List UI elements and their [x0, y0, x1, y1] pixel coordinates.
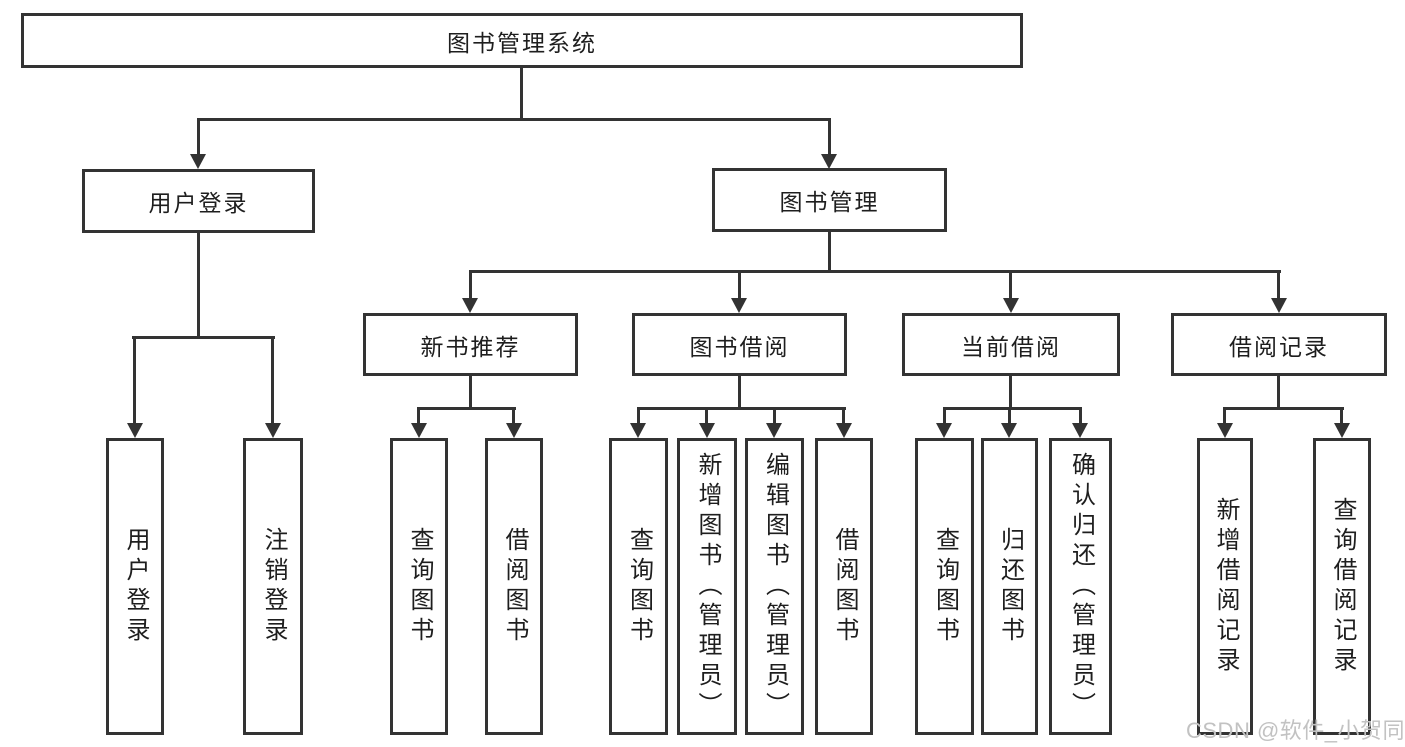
arrow-into-cb-confirm-return-icon	[1072, 423, 1088, 438]
edge-root-rail	[197, 118, 831, 121]
node-book-borrowing-label: 图书借阅	[689, 333, 790, 360]
arrow-into-borrowing-records-icon	[1271, 298, 1287, 313]
leaf-bb-add-books-admin: 新增图书（管理员）	[677, 438, 737, 735]
arrow-into-br-add-record-icon	[1217, 423, 1233, 438]
arrow-into-current-borrowing-icon	[1003, 298, 1019, 313]
edge-new-book-recommend-trunk	[469, 374, 472, 410]
leaf-logout-label: 注销登录	[260, 526, 287, 647]
edge-current-borrowing-stem-2	[1008, 407, 1011, 425]
arrow-into-leaf-user-login-icon	[127, 423, 143, 438]
arrow-into-nbr-query-books-icon	[411, 423, 427, 438]
arrow-into-bb-query-books-icon	[630, 423, 646, 438]
edge-root-stem-left	[197, 118, 200, 156]
edge-root-trunk	[520, 66, 523, 121]
edge-new-book-recommend-stem-2	[512, 407, 515, 425]
edge-book-borrowing-stem-2	[705, 407, 708, 425]
edge-book-management-stem-2	[738, 270, 741, 300]
edge-new-book-recommend-stem-1	[417, 407, 420, 425]
leaf-logout: 注销登录	[243, 438, 303, 735]
arrow-into-cb-return-books-icon	[1001, 423, 1017, 438]
edge-borrowing-records-stem-1	[1223, 407, 1226, 425]
leaf-cb-query-books: 查询图书	[915, 438, 974, 735]
edge-user-login-stem-1	[133, 336, 136, 425]
leaf-bb-add-books-admin-label: 新增图书（管理员）	[694, 451, 721, 722]
edge-borrowing-records-rail	[1223, 407, 1344, 410]
edge-book-management-trunk	[828, 230, 831, 273]
node-user-login: 用户登录	[82, 169, 315, 233]
arrow-into-br-query-record-icon	[1334, 423, 1350, 438]
edge-book-borrowing-trunk	[738, 374, 741, 410]
arrow-into-new-book-recommend-icon	[462, 298, 478, 313]
leaf-bb-query-books-label: 查询图书	[625, 526, 653, 647]
arrow-into-book-management-icon	[821, 154, 837, 169]
edge-new-book-recommend-rail	[417, 407, 516, 410]
edge-user-login-trunk	[197, 231, 200, 339]
edge-user-login-rail	[132, 336, 275, 339]
edge-book-borrowing-rail	[637, 407, 846, 410]
node-new-book-recommend: 新书推荐	[363, 313, 578, 376]
leaf-cb-return-books-label: 归还图书	[996, 526, 1024, 647]
leaf-user-login: 用户登录	[106, 438, 164, 735]
arrow-into-leaf-logout-icon	[265, 423, 281, 438]
leaf-cb-confirm-return-admin-label: 确认归还（管理员）	[1067, 451, 1095, 722]
node-current-borrowing: 当前借阅	[902, 313, 1120, 376]
node-borrowing-records-label: 借阅记录	[1229, 333, 1329, 360]
leaf-bb-query-books: 查询图书	[609, 438, 668, 735]
edge-book-management-stem-4	[1277, 270, 1280, 300]
edge-current-borrowing-stem-3	[1079, 407, 1082, 425]
edge-current-borrowing-rail	[943, 407, 1082, 410]
node-book-management-label: 图书管理	[779, 189, 880, 215]
edge-book-borrowing-stem-3	[773, 407, 776, 425]
leaf-cb-confirm-return-admin: 确认归还（管理员）	[1049, 438, 1112, 735]
leaf-user-login-label: 用户登录	[122, 526, 149, 647]
node-root: 图书管理系统	[21, 13, 1023, 68]
node-borrowing-records: 借阅记录	[1171, 313, 1387, 376]
arrow-into-bb-borrow-books-icon	[836, 423, 852, 438]
leaf-br-add-record-label: 新增借阅记录	[1212, 496, 1239, 677]
arrow-into-bb-add-books-icon	[699, 423, 715, 438]
leaf-nbr-borrow-books: 借阅图书	[485, 438, 543, 735]
edge-book-borrowing-stem-1	[637, 407, 640, 425]
edge-current-borrowing-stem-1	[943, 407, 946, 425]
arrow-into-cb-query-books-icon	[936, 423, 952, 438]
leaf-bb-edit-books-admin: 编辑图书（管理员）	[745, 438, 804, 735]
leaf-nbr-query-books: 查询图书	[390, 438, 448, 735]
arrow-into-book-borrowing-icon	[731, 298, 747, 313]
edge-user-login-stem-2	[271, 336, 274, 425]
leaf-nbr-query-books-label: 查询图书	[406, 526, 433, 647]
edge-book-borrowing-stem-4	[842, 407, 845, 425]
leaf-cb-return-books: 归还图书	[981, 438, 1038, 735]
edge-root-stem-right	[828, 118, 831, 156]
leaf-br-query-record-label: 查询借阅记录	[1329, 496, 1356, 677]
node-user-login-label: 用户登录	[148, 190, 249, 216]
leaf-nbr-borrow-books-label: 借阅图书	[501, 526, 528, 647]
edge-borrowing-records-trunk	[1277, 374, 1280, 410]
leaf-bb-borrow-books: 借阅图书	[815, 438, 873, 735]
leaf-bb-edit-books-admin-label: 编辑图书（管理员）	[761, 451, 789, 722]
leaf-cb-query-books-label: 查询图书	[931, 526, 959, 647]
edge-current-borrowing-trunk	[1009, 374, 1012, 410]
leaf-bb-borrow-books-label: 借阅图书	[831, 526, 858, 647]
arrow-into-user-login-icon	[190, 154, 206, 169]
edge-book-management-stem-1	[469, 270, 472, 300]
node-current-borrowing-label: 当前借阅	[961, 333, 1061, 360]
node-root-label: 图书管理系统	[447, 29, 597, 56]
arrow-into-nbr-borrow-books-icon	[506, 423, 522, 438]
edge-book-management-rail	[469, 270, 1281, 273]
node-book-management: 图书管理	[712, 168, 947, 232]
leaf-br-add-record: 新增借阅记录	[1197, 438, 1253, 735]
csdn-watermark: CSDN @软件_小贺同学	[1186, 718, 1405, 743]
node-book-borrowing: 图书借阅	[632, 313, 847, 376]
arrow-into-bb-edit-books-icon	[766, 423, 782, 438]
edge-book-management-stem-3	[1009, 270, 1012, 300]
edge-borrowing-records-stem-2	[1340, 407, 1343, 425]
leaf-br-query-record: 查询借阅记录	[1313, 438, 1371, 735]
node-new-book-recommend-label: 新书推荐	[420, 333, 521, 360]
